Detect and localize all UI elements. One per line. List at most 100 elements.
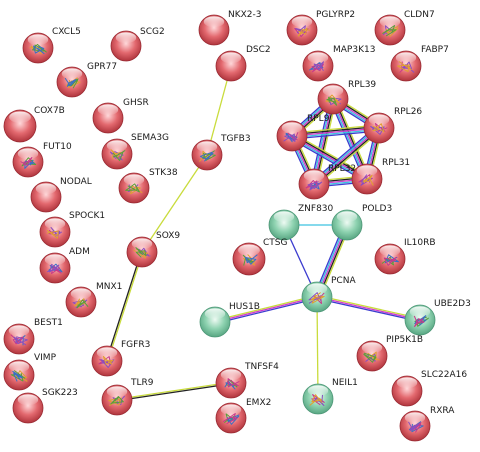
node-map3k13[interactable]: MAP3K13: [302, 45, 375, 82]
protein-structure-icon: [363, 351, 380, 363]
node-gpr77[interactable]: GPR77: [56, 62, 117, 98]
structure-trace: [408, 421, 420, 432]
node-fut10[interactable]: FUT10: [12, 142, 72, 178]
node-ghsr[interactable]: GHSR: [92, 98, 149, 134]
node-pglyrp2[interactable]: PGLYRP2: [286, 10, 355, 46]
node-highlight: [396, 377, 418, 389]
node-mnx1[interactable]: MNX1: [65, 282, 122, 318]
edge-channel-textmining: [116, 381, 231, 400]
protein-structure-icon: [283, 132, 299, 143]
edge-tlr9-tnfsf4[interactable]: [116, 381, 232, 402]
node-fgfr3[interactable]: FGFR3: [91, 340, 150, 377]
node-pip5k1b[interactable]: PIP5K1B: [356, 335, 423, 372]
node-label: FUT10: [43, 142, 72, 152]
edge-sox9-fgfr3[interactable]: [105, 251, 144, 362]
node-cldn7[interactable]: CLDN7: [374, 10, 435, 46]
node-sema3g[interactable]: SEMA3G: [101, 133, 169, 170]
structure-trace: [135, 247, 147, 258]
node-label: POLD3: [362, 204, 392, 214]
structure-trace: [33, 45, 45, 55]
structure-trace: [20, 157, 33, 166]
edge-pcna-ube2d3[interactable]: [316, 294, 421, 323]
protein-structure-icon: [222, 413, 240, 425]
node-label: NODAL: [60, 177, 92, 187]
node-highlight: [44, 218, 66, 230]
node-rpl26[interactable]: RPL26: [363, 107, 422, 144]
node-dsc2[interactable]: DSC2: [215, 45, 271, 82]
node-highlight: [220, 404, 242, 416]
structure-trace: [363, 352, 377, 363]
node-adm[interactable]: ADM: [39, 247, 90, 284]
node-rpl32[interactable]: RPL32: [298, 164, 356, 200]
node-highlight: [44, 254, 66, 266]
node-label: TNFSF4: [244, 362, 279, 372]
node-stk38[interactable]: STK38: [118, 168, 178, 204]
node-sox9[interactable]: SOX9: [126, 231, 180, 268]
structure-trace: [129, 185, 143, 195]
protein-structure-icon: [46, 263, 63, 274]
node-label: IL10RB: [404, 238, 436, 248]
node-cox7b[interactable]: COX7B: [3, 106, 65, 143]
protein-structure-icon: [308, 292, 325, 304]
edge-channel-homology: [215, 297, 318, 325]
node-ctsg[interactable]: CTSG: [232, 238, 287, 276]
node-highlight: [97, 104, 119, 116]
node-highlight: [220, 52, 242, 64]
node-label: RPL26: [394, 107, 422, 117]
node-rxra[interactable]: RXRA: [399, 406, 455, 442]
node-highlight: [404, 412, 426, 424]
structure-trace: [242, 254, 254, 266]
node-znf830[interactable]: ZNF830: [268, 204, 334, 241]
node-tlr9[interactable]: TLR9: [101, 378, 154, 416]
node-pcna[interactable]: PCNA: [301, 276, 356, 313]
protein-structure-icon: [325, 94, 342, 106]
node-rpl9[interactable]: RPL9: [276, 114, 330, 152]
node-best1[interactable]: BEST1: [3, 318, 63, 355]
node-scg2[interactable]: SCG2: [110, 27, 165, 62]
protein-structure-icon: [413, 315, 429, 327]
node-nkx2-3[interactable]: NKX2-3: [198, 10, 262, 46]
edge-pcna-neil1[interactable]: [316, 296, 319, 400]
node-spock1[interactable]: SPOCK1: [39, 211, 105, 248]
structure-trace: [10, 370, 26, 382]
node-nodal[interactable]: NODAL: [30, 177, 92, 213]
node-il10rb[interactable]: IL10RB: [374, 238, 436, 275]
node-vimp[interactable]: VIMP: [3, 353, 57, 391]
node-label: DSC2: [246, 45, 271, 55]
node-neil1[interactable]: NEIL1: [302, 378, 358, 415]
edge-channel-textmining: [214, 294, 317, 322]
node-highlight: [17, 394, 39, 406]
node-hus1b[interactable]: HUS1B: [199, 302, 260, 338]
node-emx2[interactable]: EMX2: [215, 398, 271, 434]
node-rpl31[interactable]: RPL31: [351, 158, 410, 195]
node-pold3[interactable]: POLD3: [331, 204, 392, 241]
node-highlight: [336, 211, 358, 223]
node-highlight: [204, 308, 226, 320]
node-highlight: [35, 183, 57, 195]
node-ube2d3[interactable]: UBE2D3: [404, 299, 471, 336]
node-label: PIP5K1B: [386, 335, 423, 345]
structure-trace: [76, 299, 89, 309]
node-highlight: [281, 122, 303, 134]
node-sgk223[interactable]: SGK223: [12, 388, 78, 424]
node-slc22a16[interactable]: SLC22A16: [391, 370, 467, 407]
node-highlight: [356, 165, 378, 177]
node-highlight: [307, 385, 329, 397]
protein-structure-icon: [294, 25, 310, 37]
node-cxcl5[interactable]: CXCL5: [22, 27, 81, 64]
node-label: GHSR: [123, 98, 149, 108]
edge-hus1b-pcna[interactable]: [214, 294, 318, 325]
node-highlight: [379, 245, 401, 257]
node-rpl39[interactable]: RPL39: [317, 80, 376, 115]
structure-trace: [382, 25, 397, 37]
structure-trace: [326, 96, 338, 106]
node-fabp7[interactable]: FABP7: [390, 45, 449, 82]
edge-tgfb3-sox9[interactable]: [141, 154, 208, 253]
node-tnfsf4[interactable]: TNFSF4: [215, 362, 279, 399]
structure-trace: [310, 292, 325, 304]
node-highlight: [106, 140, 128, 152]
edge-channel-coexpression: [117, 383, 232, 402]
edge-channel-coexpression: [105, 251, 142, 361]
node-tgfb3[interactable]: TGFB3: [191, 134, 251, 171]
structure-trace: [46, 263, 60, 273]
